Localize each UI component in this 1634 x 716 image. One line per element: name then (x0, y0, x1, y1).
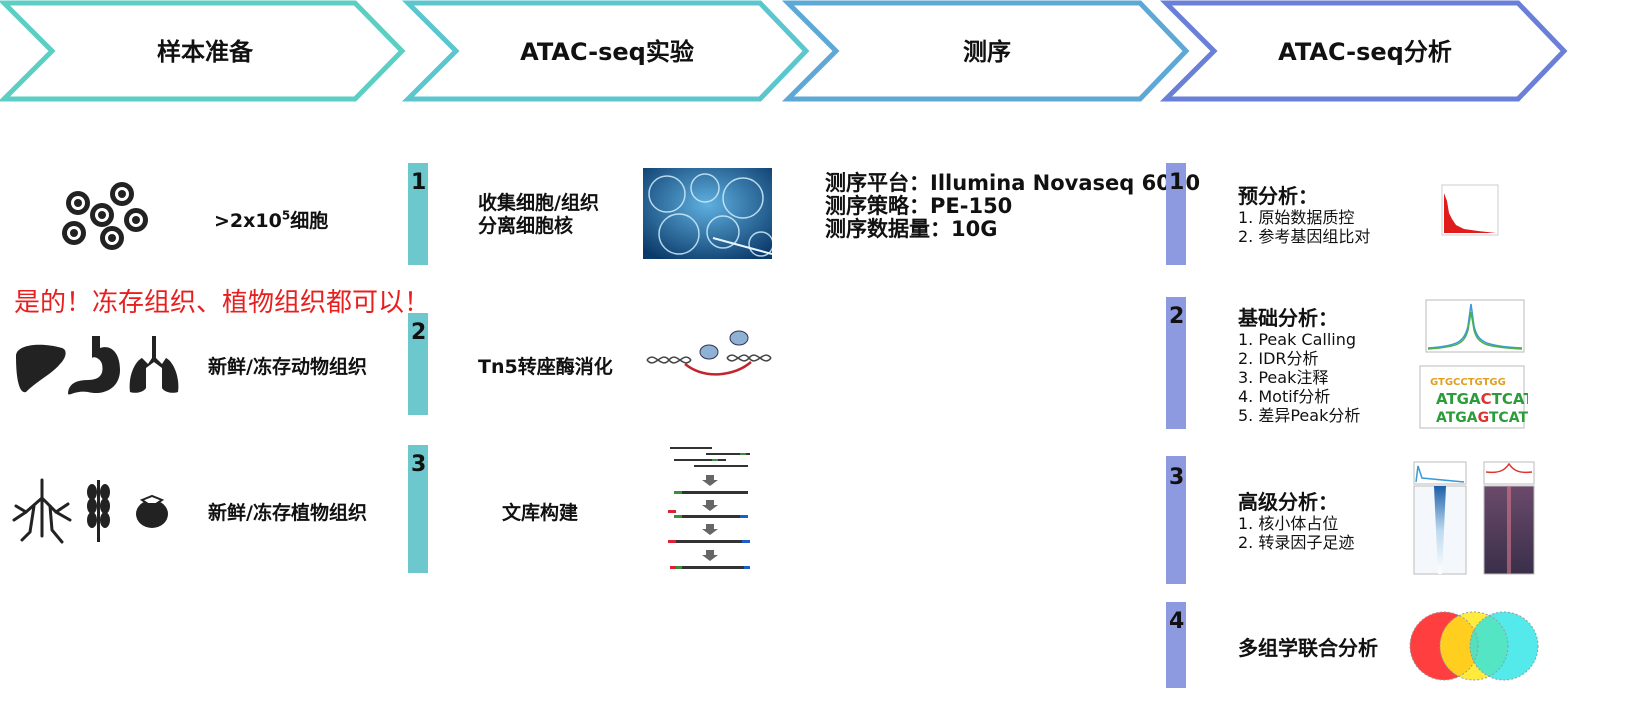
tomato-icon (136, 494, 168, 528)
ana-step-number-2: 2 (1169, 304, 1185, 329)
ana-step-bar-4 (1166, 602, 1186, 688)
advanced-analysis-block: 高级分析： 1. 核小体占位 2. 转录因子足迹 (1238, 490, 1354, 552)
seq-platform: 测序平台：Illumina Novaseq 6000 (825, 171, 1201, 195)
step-label-analysis: ATAC-seq分析 (1278, 38, 1452, 66)
svg-text:ATGACTCAT: ATGACTCAT (1436, 390, 1528, 408)
exp-step-bar-1 (408, 163, 428, 265)
step-label-sequencing: 测序 (963, 38, 1011, 66)
library-construction-diagram (668, 447, 750, 569)
exp-step-bar-3 (408, 445, 428, 573)
svg-text:ATGAGTCAT: ATGAGTCAT (1436, 410, 1528, 426)
exp-step-1-text: 收集细胞/组织 分离细胞核 (478, 192, 599, 238)
basic-analysis-item: 4. Motif分析 (1238, 387, 1331, 406)
exp-step-3-text: 文库构建 (502, 502, 579, 524)
qc-histogram-thumbnail (1441, 184, 1499, 236)
basic-analysis-block: 基础分析： 1. Peak Calling 2. IDR分析 3. Peak注释… (1238, 306, 1360, 425)
ana-step-bar-3 (1166, 456, 1186, 584)
advanced-analysis-item: 2. 转录因子足迹 (1238, 533, 1355, 552)
exp-step-bar-2 (408, 313, 428, 415)
step-label-atac-experiment: ATAC-seq实验 (520, 38, 694, 66)
plant-tissue-label: 新鲜/冻存植物组织 (208, 502, 367, 524)
step-chevron-4 (1159, 0, 1568, 102)
roots-icon (12, 478, 72, 544)
ana-step-bar-1 (1166, 163, 1186, 265)
seq-data-volume: 测序数据量：10G (825, 217, 998, 241)
footprint-heatmap-thumbnails (1413, 461, 1535, 575)
exp-step-number-3: 3 (411, 452, 427, 477)
basic-analysis-item: 2. IDR分析 (1238, 349, 1319, 368)
basic-analysis-item: 5. 差异Peak分析 (1238, 406, 1361, 425)
exp-step-number-2: 2 (411, 320, 427, 345)
step-chevron-1 (0, 0, 406, 102)
process-banner (0, 0, 1568, 102)
stomach-icon (68, 336, 120, 395)
svg-text:GTGCCTGTGG: GTGCCTGTGG (1430, 377, 1506, 388)
ana-step-number-3: 3 (1169, 465, 1185, 490)
pre-analysis-item: 1. 原始数据质控 (1238, 208, 1355, 227)
animal-tissue-label: 新鲜/冻存动物组织 (208, 356, 367, 378)
ana-step-number-4: 4 (1169, 609, 1185, 634)
step-chevron-3 (781, 0, 1190, 102)
multi-omics-title: 多组学联合分析 (1238, 636, 1378, 660)
pre-analysis-title: 预分析： (1238, 184, 1318, 208)
exp-step-number-1: 1 (411, 170, 427, 195)
step-label-sample-prep: 样本准备 (157, 38, 253, 66)
liver-icon (16, 344, 66, 393)
frozen-tissue-note: 是的！冻存组织、植物组织都可以！ (14, 288, 431, 318)
plant-tissue-icons (12, 478, 168, 544)
exp-step-1-line1: 收集细胞/组织 (478, 192, 599, 214)
cell-count-label: >2x105细胞 (214, 208, 329, 232)
pre-analysis-block: 预分析： 1. 原始数据质控 2. 参考基因组比对 (1238, 184, 1370, 246)
step-chevron-2 (401, 0, 810, 102)
exp-step-1-line2: 分离细胞核 (478, 215, 574, 237)
tn5-transposase-diagram (646, 330, 772, 376)
animal-tissue-icons (16, 336, 179, 395)
pre-analysis-item: 2. 参考基因组比对 (1238, 227, 1371, 246)
venn-diagram-thumbnail (1409, 611, 1539, 681)
basic-analysis-item: 3. Peak注释 (1238, 368, 1329, 387)
basic-analysis-item: 1. Peak Calling (1238, 330, 1357, 349)
ana-step-bar-2 (1166, 297, 1186, 429)
exp-step-2-text: Tn5转座酶消化 (478, 356, 613, 378)
basic-analysis-title: 基础分析： (1238, 306, 1338, 330)
cells-icon (62, 182, 148, 250)
wheat-icon (87, 480, 110, 542)
seq-strategy: 测序策略：PE-150 (825, 194, 1013, 218)
peak-and-motif-thumbnails: GTGCCTGTGG ATGACTCAT ATGAGTCAT (1419, 299, 1528, 429)
cell-culture-image (643, 168, 772, 259)
advanced-analysis-item: 1. 核小体占位 (1238, 514, 1339, 533)
ana-step-number-1: 1 (1169, 170, 1185, 195)
advanced-analysis-title: 高级分析： (1238, 490, 1338, 514)
lungs-icon (129, 336, 179, 393)
